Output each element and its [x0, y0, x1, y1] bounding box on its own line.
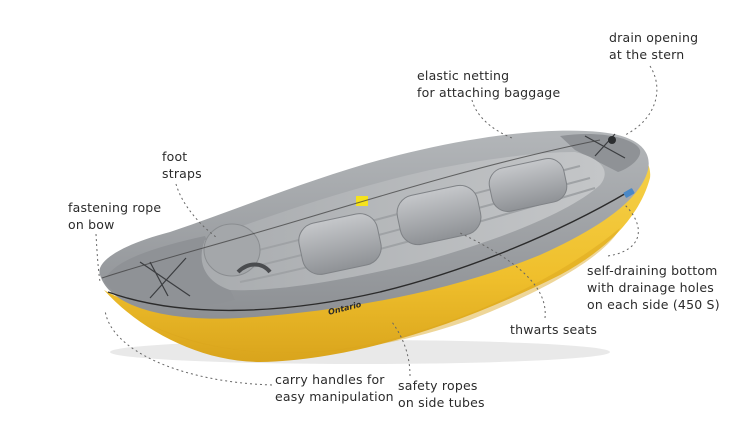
yellow-patch [356, 196, 368, 206]
safety-rope [107, 191, 629, 312]
label-netting-line2: for attaching baggage [417, 85, 561, 100]
upper-rope [101, 139, 601, 279]
label-safety-line2: on side tubes [398, 395, 485, 410]
leader-rope [95, 233, 101, 283]
label-rope-line1: fastening rope [68, 200, 162, 215]
label-carry-handles: carry handles for easy manipulation [275, 371, 394, 405]
label-elastic-netting: elastic netting for attaching baggage [417, 67, 560, 101]
label-drain-line1: drain opening [609, 30, 699, 45]
label-selfdrain-line3: on each side (450 S) [587, 297, 720, 312]
label-carry-line2: easy manipulation [275, 389, 394, 404]
label-rope-line2: on bow [68, 217, 115, 232]
label-self-draining: self-draining bottom with drainage holes… [587, 262, 720, 313]
label-safety-ropes: safety ropes on side tubes [398, 377, 485, 411]
thwart-seats [298, 158, 568, 275]
label-netting-line1: elastic netting [417, 68, 510, 83]
label-drain-line2: at the stern [609, 47, 685, 62]
bow-netting [139, 257, 191, 299]
leader-lines [95, 65, 658, 386]
side-badge [623, 188, 635, 198]
leader-foot [175, 183, 217, 238]
bow-pad [203, 223, 261, 277]
label-fastening-rope: fastening rope on bow [68, 199, 161, 233]
label-foot-straps: foot straps [162, 148, 202, 182]
label-carry-line1: carry handles for [275, 372, 385, 387]
label-selfdrain-line2: with drainage holes [587, 280, 714, 295]
stern-deck [560, 133, 641, 172]
hull-shadow [150, 228, 620, 353]
label-thwarts-line1: thwarts seats [510, 322, 598, 337]
label-thwarts-seats: thwarts seats [510, 321, 597, 338]
leader-netting [471, 99, 513, 139]
label-foot-line2: straps [162, 166, 202, 181]
leader-selfdrain [607, 204, 639, 257]
label-safety-line1: safety ropes [398, 378, 478, 393]
drain-valve [608, 136, 616, 144]
leader-drain [624, 65, 658, 136]
label-foot-line1: foot [162, 149, 188, 164]
label-selfdrain-line1: self-draining bottom [587, 263, 718, 278]
leader-thwarts [459, 232, 546, 319]
label-drain-opening: drain opening at the stern [609, 29, 698, 63]
foot-strap [236, 262, 272, 274]
